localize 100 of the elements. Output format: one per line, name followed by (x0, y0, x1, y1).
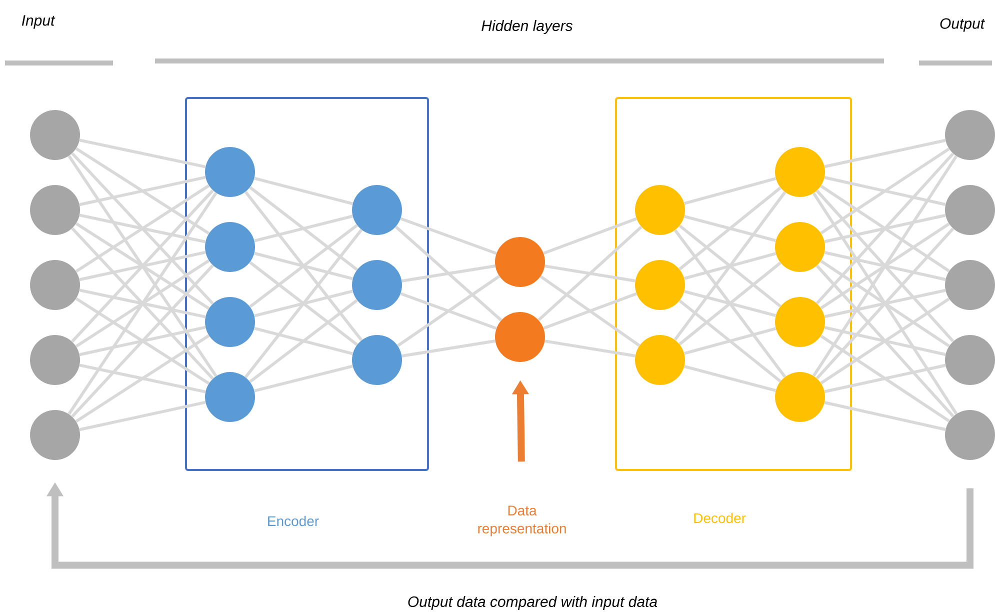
connection-line (674, 229, 786, 378)
connection-line (812, 192, 958, 415)
connection-line (249, 224, 358, 308)
connection-line (79, 176, 206, 206)
neuron-circle (775, 372, 825, 422)
connection-line (820, 184, 950, 272)
connection-line (254, 290, 353, 318)
connection-line (75, 334, 210, 423)
connection-line (678, 300, 782, 382)
layer-label: Input (22, 15, 56, 29)
neuron-circle (945, 335, 995, 385)
connection-line (402, 340, 496, 358)
connection-line (824, 326, 946, 356)
connection-line (396, 275, 500, 347)
connection-line (79, 364, 206, 394)
connection-line (824, 401, 946, 431)
connection-line (75, 184, 210, 273)
connection-line (75, 222, 210, 310)
neuron-circle (945, 410, 995, 460)
connection-line (684, 290, 776, 317)
connection-line (244, 228, 363, 378)
connection-line (79, 250, 206, 282)
connection-line (402, 264, 496, 282)
connection-line (254, 176, 353, 206)
box-label: Decoder (694, 512, 746, 524)
neuron-circle (635, 260, 685, 310)
connection-line (824, 251, 946, 281)
connection-line (400, 292, 497, 330)
neuron-circle (352, 335, 402, 385)
connection-line (79, 326, 206, 356)
connection-line (684, 327, 776, 355)
neuron-circle (30, 410, 80, 460)
connection-line (820, 334, 950, 422)
neuron-circle (352, 260, 402, 310)
connection-line (674, 191, 786, 341)
connection-line (684, 214, 776, 242)
neuron-circle (205, 222, 255, 272)
connection-line (254, 326, 353, 356)
connection-line (254, 364, 353, 392)
neuron-circle (30, 185, 80, 235)
box-label: Encoder (268, 516, 319, 526)
connection-line (824, 138, 946, 168)
connection-line (75, 147, 210, 235)
connection-line (684, 252, 776, 280)
connection-line (820, 260, 950, 348)
connection-line (249, 261, 358, 346)
layer-label: Output (940, 18, 986, 32)
neuron-circle (775, 297, 825, 347)
neuron-circle (495, 237, 545, 287)
neuron-circle (205, 372, 255, 422)
connection-line (812, 155, 958, 377)
connection-line (824, 214, 946, 244)
neuron-circle (775, 147, 825, 197)
connection-line (79, 400, 206, 432)
neuron-circle (775, 222, 825, 272)
neuron-circle (945, 110, 995, 160)
neuron-circle (30, 110, 80, 160)
connection-line (816, 228, 954, 380)
connection-line (816, 152, 954, 304)
connection-line (816, 190, 954, 342)
connection-line (543, 217, 637, 255)
neuron-circle (495, 312, 545, 362)
connection-line (824, 364, 946, 394)
connection-line (68, 155, 218, 377)
connection-line (816, 264, 954, 418)
connection-line (400, 217, 497, 255)
layer-label: Hidden layers (482, 20, 573, 34)
neuron-circle (945, 185, 995, 235)
neuron-circle (30, 260, 80, 310)
connection-line (71, 264, 214, 418)
connection-line (79, 138, 206, 168)
connection-line (394, 226, 502, 322)
connection-line (254, 252, 353, 280)
connection-line (71, 189, 214, 343)
connection-line (249, 299, 358, 383)
connection-line (75, 297, 210, 385)
neuron-circle (945, 260, 995, 310)
connection-line (543, 292, 637, 330)
neuron-circle (205, 147, 255, 197)
connection-line (684, 364, 776, 392)
neuron-circle (30, 335, 80, 385)
connection-line (820, 148, 950, 234)
connection-line (79, 214, 206, 244)
connection-line (540, 275, 640, 347)
connection-line (678, 186, 782, 270)
connection-line (544, 264, 636, 282)
neuron-circle (635, 185, 685, 235)
edge-label: Output data compared with input data (406, 595, 659, 611)
connection-line (75, 259, 210, 348)
connection-line (678, 262, 782, 346)
neuron-circle (635, 335, 685, 385)
connection-line (678, 224, 782, 308)
connection-line (254, 214, 353, 242)
connection-line (684, 177, 776, 205)
connection-line (544, 340, 636, 358)
connection-line (820, 222, 950, 310)
connection-line (244, 190, 363, 342)
connection-line (79, 288, 206, 318)
connection-line (71, 152, 214, 305)
neuron-circle (205, 297, 255, 347)
